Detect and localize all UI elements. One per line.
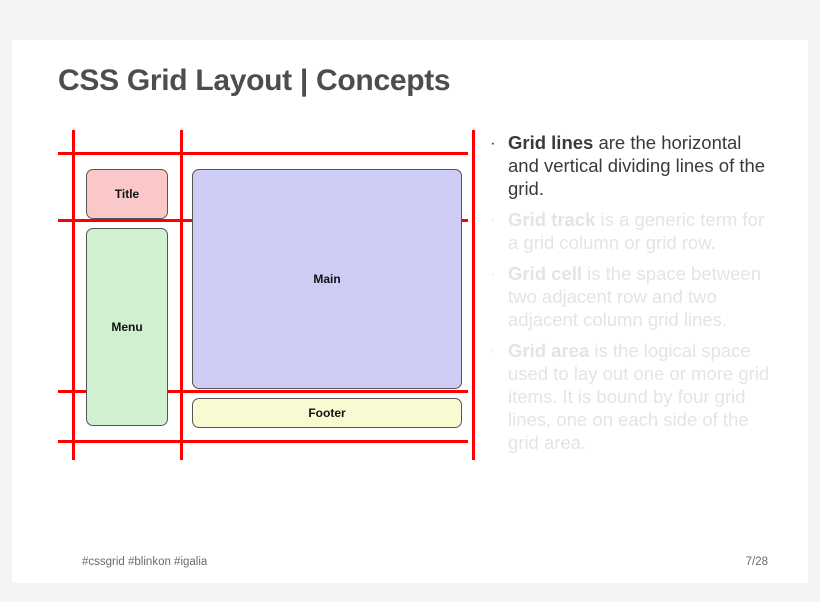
concept-item-grid-cell: · Grid cell is the space between two adja… xyxy=(487,262,777,331)
concept-desc-grid-track: is a generic term for a grid column or g… xyxy=(508,209,765,253)
grid-item-label-menu: Menu xyxy=(111,320,143,334)
concept-term-grid-track: Grid track xyxy=(508,209,596,230)
concept-term-grid-lines: Grid lines xyxy=(508,132,594,153)
concept-item-grid-lines: · Grid lines are the horizontal and verti… xyxy=(487,131,777,200)
concept-item-grid-track: · Grid track is a generic term for a grid… xyxy=(487,208,777,254)
concept-desc-grid-area: is the logical space used to lay out one… xyxy=(508,340,770,453)
concept-item-grid-area: · Grid area is the logical space used to … xyxy=(487,339,777,454)
grid-line-horizontal-h1 xyxy=(58,152,468,155)
slide-number: 7/28 xyxy=(745,556,768,568)
bullet-dot-icon: · xyxy=(490,341,496,360)
concept-term-grid-cell: Grid cell xyxy=(508,263,583,284)
concept-text-grid-cell: Grid cell is the space between two adjac… xyxy=(508,262,777,331)
concept-text-grid-track: Grid track is a generic term for a grid … xyxy=(508,208,777,254)
concept-term-grid-area: Grid area xyxy=(508,340,590,361)
bullet-dot-icon: · xyxy=(490,133,496,152)
bullet-dot-icon: · xyxy=(490,264,496,283)
page-title: CSS Grid Layout | Concepts xyxy=(58,64,451,97)
grid-item-menu: Menu xyxy=(86,228,168,426)
concepts-list: · Grid lines are the horizontal and verti… xyxy=(487,131,777,462)
concept-text-grid-lines: Grid lines are the horizontal and vertic… xyxy=(508,131,777,200)
grid-item-label-footer: Footer xyxy=(308,406,346,420)
grid-item-main: Main xyxy=(192,169,462,389)
grid-item-footer: Footer xyxy=(192,398,462,428)
bullet-dot-icon: · xyxy=(490,210,496,229)
concept-text-grid-area: Grid area is the logical space used to l… xyxy=(508,339,777,454)
grid-item-label-main: Main xyxy=(313,272,341,286)
concept-desc-grid-lines: are the horizontal and vertical dividing… xyxy=(508,132,766,199)
grid-line-horizontal-h3 xyxy=(58,390,468,393)
grid-item-label-title: Title xyxy=(114,187,140,201)
footer-hashtags: #cssgrid #blinkon #igalia xyxy=(82,556,208,568)
grid-line-horizontal-h4 xyxy=(58,440,468,443)
grid-line-vertical-v1 xyxy=(72,130,75,460)
grid-line-vertical-v3 xyxy=(472,130,475,460)
concept-desc-grid-cell: is the space between two adjacent row an… xyxy=(508,263,761,330)
grid-item-title: Title xyxy=(86,169,168,219)
grid-line-vertical-v2 xyxy=(180,130,183,460)
